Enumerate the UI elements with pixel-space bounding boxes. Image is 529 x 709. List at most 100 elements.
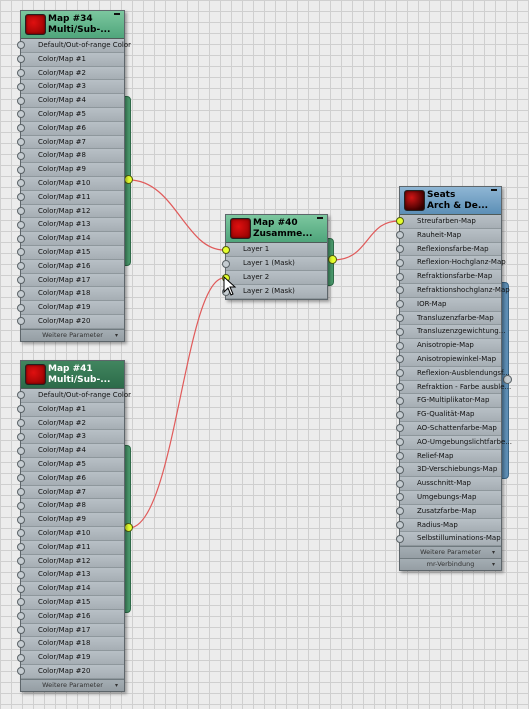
socket-icon[interactable] xyxy=(17,275,25,284)
slot-row[interactable]: Relief-Map xyxy=(396,449,501,464)
slot-row[interactable]: Default/Out-of-range Color xyxy=(17,39,131,53)
socket-icon[interactable] xyxy=(17,501,25,510)
slot-row[interactable]: Color/Map #9 xyxy=(17,163,124,177)
socket-icon[interactable] xyxy=(17,667,25,676)
socket-icon[interactable] xyxy=(17,262,25,271)
slot-row[interactable]: Color/Map #6 xyxy=(17,121,124,136)
socket-icon[interactable] xyxy=(17,41,25,50)
slot-row[interactable]: Color/Map #14 xyxy=(17,232,124,246)
socket-icon[interactable] xyxy=(222,245,230,254)
socket-icon[interactable] xyxy=(17,179,25,188)
slot-row[interactable]: 3D-Verschiebungs-Map xyxy=(396,463,501,478)
slot-row[interactable]: Color/Map #16 xyxy=(17,609,124,624)
slot-row[interactable]: Color/Map #16 xyxy=(17,259,124,274)
socket-icon[interactable] xyxy=(396,217,404,226)
slot-row[interactable]: Reflexionsfarbe-Map xyxy=(396,242,501,257)
slot-row[interactable]: Color/Map #9 xyxy=(17,513,124,527)
socket-icon[interactable] xyxy=(17,82,25,91)
slot-row[interactable]: Streufarben-Map xyxy=(396,215,501,229)
slot-row[interactable]: Color/Map #15 xyxy=(17,595,124,610)
node34-output-socket[interactable] xyxy=(124,175,133,184)
slot-row[interactable]: Color/Map #6 xyxy=(17,471,124,486)
socket-icon[interactable] xyxy=(17,165,25,174)
slot-row[interactable]: Color/Map #13 xyxy=(17,218,124,233)
slot-row[interactable]: Layer 2 xyxy=(222,271,327,285)
socket-icon[interactable] xyxy=(396,465,404,474)
socket-icon[interactable] xyxy=(17,96,25,105)
socket-icon[interactable] xyxy=(396,272,404,281)
slot-row[interactable]: Color/Map #4 xyxy=(17,444,124,458)
socket-icon[interactable] xyxy=(396,520,404,529)
slot-row[interactable]: Color/Map #11 xyxy=(17,190,124,205)
socket-icon[interactable] xyxy=(17,446,25,455)
slot-row[interactable]: Color/Map #19 xyxy=(17,651,124,665)
slot-row[interactable]: Refraktionshochglanz-Map xyxy=(396,283,510,298)
socket-icon[interactable] xyxy=(17,584,25,593)
slot-row[interactable]: Color/Map #20 xyxy=(17,664,124,679)
slot-row[interactable]: Color/Map #10 xyxy=(17,176,124,191)
slot-row[interactable]: Ausschnitt-Map xyxy=(396,477,501,491)
seats-more-params[interactable]: Weitere Parameter▾ xyxy=(400,546,501,559)
seats-output-socket[interactable] xyxy=(503,375,512,384)
slot-row[interactable]: Color/Map #19 xyxy=(17,301,124,315)
minimize-icon[interactable] xyxy=(317,217,323,219)
socket-icon[interactable] xyxy=(396,534,404,543)
slot-row[interactable]: Anisotropiewinkel-Map xyxy=(396,352,501,367)
slot-row[interactable]: Transluzenzgewichtung... xyxy=(396,325,505,340)
socket-icon[interactable] xyxy=(17,460,25,469)
socket-icon[interactable] xyxy=(17,405,25,414)
socket-icon[interactable] xyxy=(17,137,25,146)
socket-icon[interactable] xyxy=(17,543,25,552)
socket-icon[interactable] xyxy=(17,418,25,427)
socket-icon[interactable] xyxy=(17,220,25,229)
slot-row[interactable]: Color/Map #13 xyxy=(17,568,124,583)
socket-icon[interactable] xyxy=(396,424,404,433)
socket-icon[interactable] xyxy=(396,451,404,460)
slot-row[interactable]: Color/Map #8 xyxy=(17,149,124,164)
slot-row[interactable]: Color/Map #18 xyxy=(17,637,124,652)
slot-row[interactable]: Color/Map #2 xyxy=(17,66,124,81)
seats-header[interactable]: Seats Arch & De... xyxy=(400,187,501,215)
node41-output-socket[interactable] xyxy=(124,523,133,532)
slot-row[interactable]: Rauheit-Map xyxy=(396,228,501,243)
socket-icon[interactable] xyxy=(17,248,25,257)
socket-icon[interactable] xyxy=(396,396,404,405)
socket-icon[interactable] xyxy=(396,258,404,267)
slot-row[interactable]: Color/Map #4 xyxy=(17,94,124,108)
socket-icon[interactable] xyxy=(396,438,404,447)
minimize-icon[interactable] xyxy=(114,13,120,15)
slot-row[interactable]: Layer 1 xyxy=(222,243,327,257)
socket-icon[interactable] xyxy=(396,300,404,309)
slot-row[interactable]: Default/Out-of-range Color xyxy=(17,389,131,403)
slot-row[interactable]: AO-Umgebungslichtfarbe... xyxy=(396,435,512,450)
socket-icon[interactable] xyxy=(17,474,25,483)
slot-row[interactable]: Color/Map #12 xyxy=(17,554,124,569)
socket-icon[interactable] xyxy=(17,653,25,662)
socket-icon[interactable] xyxy=(17,570,25,579)
socket-icon[interactable] xyxy=(17,68,25,77)
node40-header[interactable]: Map #40 Zusamme... xyxy=(226,215,327,243)
socket-icon[interactable] xyxy=(17,193,25,202)
socket-icon[interactable] xyxy=(396,244,404,253)
node40-output-socket[interactable] xyxy=(328,255,337,264)
minimize-icon[interactable] xyxy=(491,189,497,191)
socket-icon[interactable] xyxy=(17,124,25,133)
socket-icon[interactable] xyxy=(222,259,230,268)
socket-icon[interactable] xyxy=(17,515,25,524)
slot-row[interactable]: Color/Map #3 xyxy=(17,80,124,95)
slot-row[interactable]: Layer 1 (Mask) xyxy=(222,257,327,271)
slot-row[interactable]: Refraktionsfarbe-Map xyxy=(396,270,501,284)
socket-icon[interactable] xyxy=(17,625,25,634)
slot-row[interactable]: Color/Map #3 xyxy=(17,430,124,445)
socket-icon[interactable] xyxy=(17,639,25,648)
slot-row[interactable]: Color/Map #5 xyxy=(17,457,124,472)
socket-icon[interactable] xyxy=(17,206,25,215)
slot-row[interactable]: Color/Map #11 xyxy=(17,540,124,555)
slot-row[interactable]: Color/Map #8 xyxy=(17,499,124,514)
socket-icon[interactable] xyxy=(17,432,25,441)
socket-icon[interactable] xyxy=(396,479,404,488)
socket-icon[interactable] xyxy=(396,231,404,240)
slot-row[interactable]: Anisotropie-Map xyxy=(396,339,501,353)
slot-row[interactable]: Color/Map #14 xyxy=(17,582,124,596)
slot-row[interactable]: Radius-Map xyxy=(396,518,501,533)
